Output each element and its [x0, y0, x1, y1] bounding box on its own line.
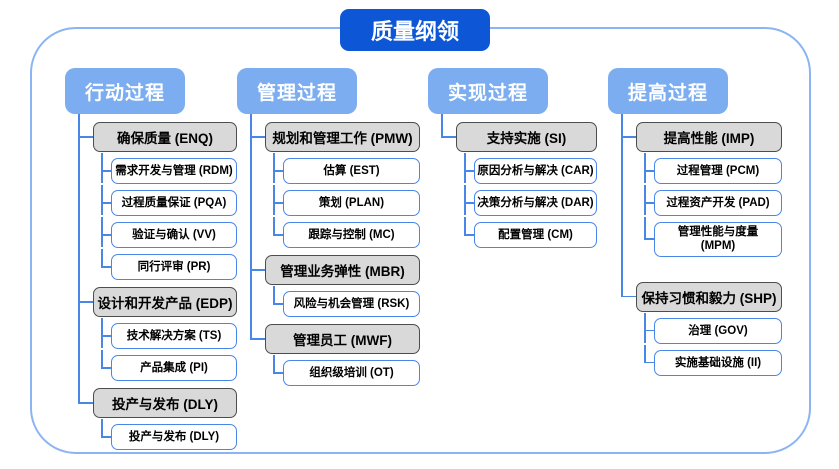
branch: 提高性能 (IMP)过程管理 (PCM)过程资产开发 (PAD)管理性能与度量 …: [621, 114, 782, 257]
leaf-list: 过程管理 (PCM)过程资产开发 (PAD)管理性能与度量 (MPM): [644, 152, 782, 257]
diagram-title: 质量纲领: [340, 9, 490, 51]
group-node: 提高性能 (IMP): [636, 122, 782, 152]
group-node: 管理员工 (MWF): [265, 324, 420, 354]
leaf-node: 组织级培训 (OT): [273, 355, 420, 386]
leaf-node: 验证与确认 (VV): [101, 217, 237, 248]
process-column-1: 行动过程确保质量 (ENQ)需求开发与管理 (RDM)过程质量保证 (PQA)验…: [65, 68, 237, 450]
leaf-node: 投产与发布 (DLY): [101, 419, 237, 450]
column-header: 行动过程: [65, 68, 185, 114]
leaf-node: 过程管理 (PCM): [644, 153, 782, 184]
process-column-3: 实现过程支持实施 (SI)原因分析与解决 (CAR)决策分析与解决 (DAR)配…: [428, 68, 597, 248]
leaf-list: 估算 (EST)策划 (PLAN)跟踪与控制 (MC): [273, 152, 420, 248]
branch: 确保质量 (ENQ)需求开发与管理 (RDM)过程质量保证 (PQA)验证与确认…: [78, 114, 237, 280]
leaf-list: 风险与机会管理 (RSK): [273, 285, 420, 317]
branch-list: 支持实施 (SI)原因分析与解决 (CAR)决策分析与解决 (DAR)配置管理 …: [441, 114, 597, 248]
group-node: 管理业务弹性 (MBR): [265, 255, 420, 285]
leaf-node: 风险与机会管理 (RSK): [273, 286, 420, 317]
group-node: 支持实施 (SI): [456, 122, 597, 152]
leaf-node: 决策分析与解决 (DAR): [464, 185, 597, 216]
leaf-node: 管理性能与度量 (MPM): [644, 217, 782, 257]
group-node: 规划和管理工作 (PMW): [265, 122, 420, 152]
leaf-list: 原因分析与解决 (CAR)决策分析与解决 (DAR)配置管理 (CM): [464, 152, 597, 248]
leaf-node: 产品集成 (PI): [101, 350, 237, 381]
leaf-node: 原因分析与解决 (CAR): [464, 153, 597, 184]
column-header: 管理过程: [237, 68, 357, 114]
group-node: 设计和开发产品 (EDP): [93, 287, 237, 317]
branch: 投产与发布 (DLY)投产与发布 (DLY): [78, 381, 237, 450]
leaf-list: 组织级培训 (OT): [273, 354, 420, 386]
leaf-list: 技术解决方案 (TS)产品集成 (PI): [101, 317, 237, 381]
group-node: 确保质量 (ENQ): [93, 122, 237, 152]
leaf-node: 同行评审 (PR): [101, 249, 237, 280]
leaf-node: 技术解决方案 (TS): [101, 318, 237, 349]
branch: 支持实施 (SI)原因分析与解决 (CAR)决策分析与解决 (DAR)配置管理 …: [441, 114, 597, 248]
branch-list: 确保质量 (ENQ)需求开发与管理 (RDM)过程质量保证 (PQA)验证与确认…: [78, 114, 237, 450]
column-header: 提高过程: [608, 68, 728, 114]
column-header: 实现过程: [428, 68, 548, 114]
leaf-node: 估算 (EST): [273, 153, 420, 184]
leaf-list: 治理 (GOV)实施基础设施 (II): [644, 312, 782, 376]
process-column-2: 管理过程规划和管理工作 (PMW)估算 (EST)策划 (PLAN)跟踪与控制 …: [237, 68, 420, 386]
leaf-list: 需求开发与管理 (RDM)过程质量保证 (PQA)验证与确认 (VV)同行评审 …: [101, 152, 237, 280]
leaf-node: 过程质量保证 (PQA): [101, 185, 237, 216]
leaf-node: 需求开发与管理 (RDM): [101, 153, 237, 184]
group-node: 保持习惯和毅力 (SHP): [636, 281, 782, 312]
branch: 保持习惯和毅力 (SHP)治理 (GOV)实施基础设施 (II): [621, 256, 782, 376]
branch: 管理业务弹性 (MBR)风险与机会管理 (RSK): [250, 248, 420, 317]
leaf-node: 策划 (PLAN): [273, 185, 420, 216]
leaf-node: 跟踪与控制 (MC): [273, 217, 420, 248]
branch-list: 规划和管理工作 (PMW)估算 (EST)策划 (PLAN)跟踪与控制 (MC)…: [250, 114, 420, 386]
leaf-list: 投产与发布 (DLY): [101, 418, 237, 450]
branch: 规划和管理工作 (PMW)估算 (EST)策划 (PLAN)跟踪与控制 (MC): [250, 114, 420, 248]
branch: 管理员工 (MWF)组织级培训 (OT): [250, 317, 420, 386]
leaf-node: 配置管理 (CM): [464, 217, 597, 248]
leaf-node: 过程资产开发 (PAD): [644, 185, 782, 216]
leaf-node: 实施基础设施 (II): [644, 344, 782, 376]
process-column-4: 提高过程提高性能 (IMP)过程管理 (PCM)过程资产开发 (PAD)管理性能…: [608, 68, 782, 376]
branch-list: 提高性能 (IMP)过程管理 (PCM)过程资产开发 (PAD)管理性能与度量 …: [621, 114, 782, 376]
leaf-node: 治理 (GOV): [644, 312, 782, 344]
group-node: 投产与发布 (DLY): [93, 388, 237, 418]
branch: 设计和开发产品 (EDP)技术解决方案 (TS)产品集成 (PI): [78, 280, 237, 381]
